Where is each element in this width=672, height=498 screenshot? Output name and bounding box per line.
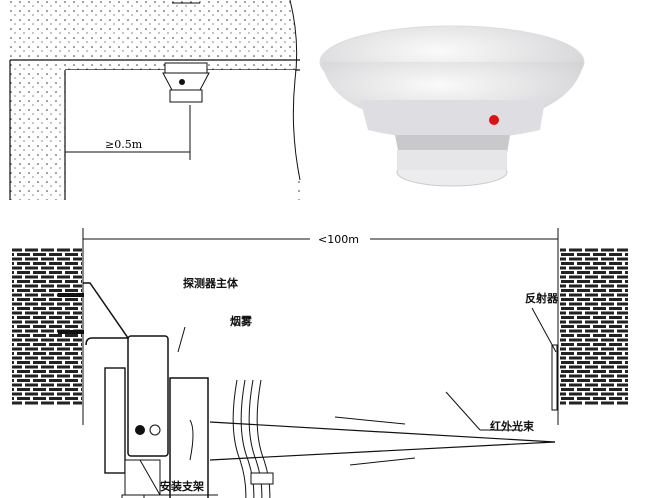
smoke-detector-photo (319, 25, 585, 187)
mount-bracket (58, 282, 130, 346)
ir-beam-label: 红外光束 (490, 419, 535, 433)
reflector-label: 反射器 (525, 291, 559, 305)
beam-detector-drawing: <100m (12, 228, 628, 498)
ir-beam (209, 416, 556, 466)
distance-label: <100m (318, 233, 359, 246)
smoke-label: 烟雾 (230, 314, 253, 328)
smoke-detector-sketch (162, 62, 210, 103)
detector-body-label: 探测器主体 (183, 276, 239, 290)
mount-bracket-label: 安装支架 (160, 479, 204, 493)
ceiling-section-drawing: ≥0.5m (9, 0, 301, 200)
detector-body (104, 335, 209, 498)
smoke-lines (232, 379, 274, 498)
min-distance-label: ≥0.5m (105, 138, 143, 151)
